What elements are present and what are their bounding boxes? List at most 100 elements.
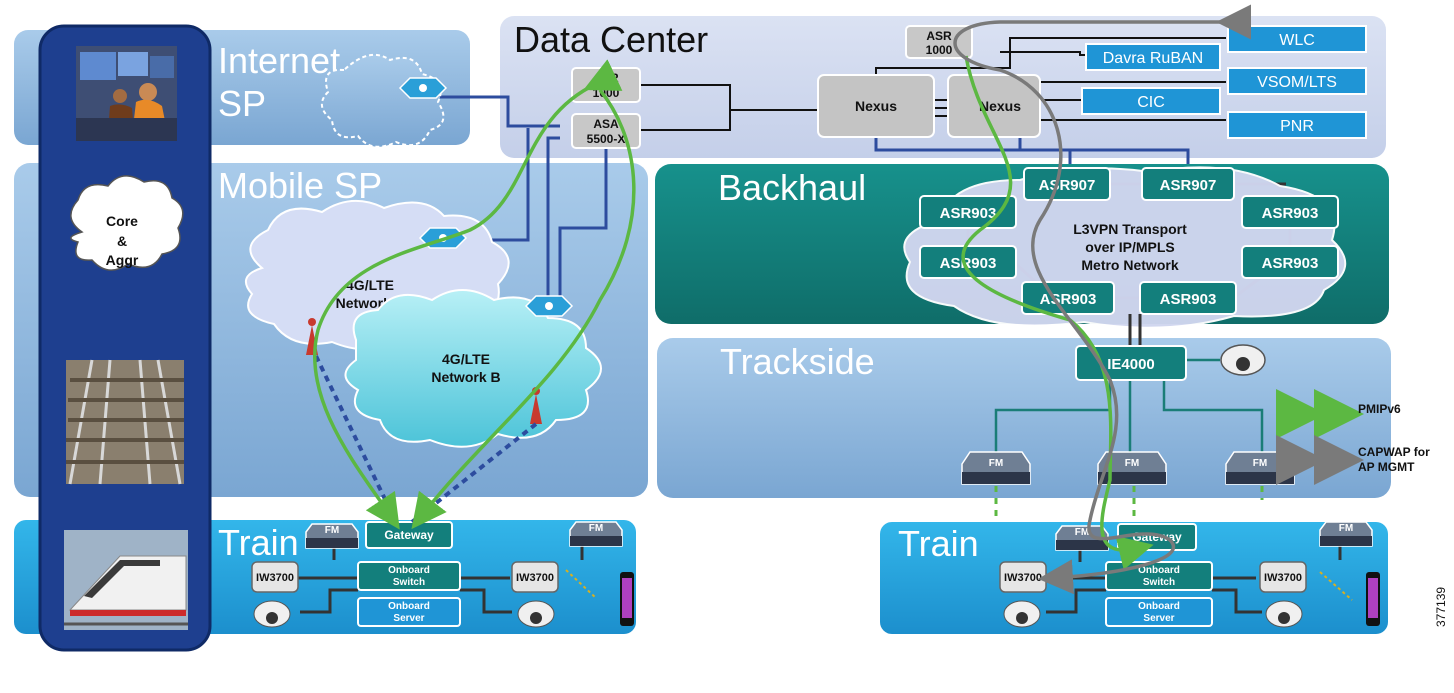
right-server-label-1: Onboard (1138, 601, 1180, 612)
left-ap-2-label: IW3700 (516, 572, 554, 584)
left-ap-2: IW3700 (511, 561, 559, 593)
left-ap-1-label: IW3700 (256, 572, 294, 584)
train-left-title: Train (218, 522, 299, 563)
asr903-e-label: ASR903 (1040, 291, 1097, 308)
asr1000-top-label-1: ASR (926, 29, 952, 43)
left-camera-1-icon (253, 600, 291, 628)
core-aggr-cloud: Core & Aggr (70, 175, 184, 271)
asr907-a-label: ASR907 (1039, 177, 1096, 194)
legend: PMIPv6 CAPWAP for AP MGMT (1276, 389, 1430, 485)
left-switch-label-1: Onboard (388, 565, 430, 576)
nexus-switch-a: Nexus (817, 74, 935, 138)
wlc-box (1227, 25, 1367, 53)
trackside-camera-icon (1220, 344, 1266, 376)
asr907-b-label: ASR907 (1160, 177, 1217, 194)
right-onboard-switch: Onboard Switch (1105, 561, 1213, 591)
davra-label: Davra RuBAN (1103, 50, 1203, 67)
right-switch-label-2: Switch (1143, 577, 1175, 588)
core-sidebar (38, 24, 212, 652)
legend-pmip: PMIPv6 (1358, 402, 1401, 416)
left-train-links (298, 540, 584, 614)
railway-tracks-image (66, 359, 184, 485)
right-server-label-2: Server (1143, 613, 1174, 624)
operators-image (76, 46, 177, 141)
asa5500x-firewall: ASA 5500-X (571, 113, 641, 149)
nexus-b-label: Nexus (979, 98, 1021, 114)
left-onboard-server: Onboard Server (357, 597, 461, 627)
mobile-sp-title: Mobile SP (218, 165, 382, 206)
net-b-label-2: Network B (431, 369, 500, 385)
internet-sp-title: SP (218, 83, 266, 124)
wlc-label: WLC (1279, 32, 1315, 49)
legend-capwap-2: AP MGMT (1358, 460, 1415, 474)
left-gateway-label: Gateway (384, 528, 434, 542)
right-fm-2-label: FM (1339, 523, 1353, 534)
fm-radio-1: FM (961, 451, 1031, 485)
trackside-title: Trackside (720, 341, 875, 382)
fm-2-label: FM (1125, 458, 1139, 469)
right-wireless-icon (1319, 571, 1353, 601)
asr903-c (919, 245, 1017, 279)
left-phone-icon (620, 572, 634, 626)
asr903-b-label: ASR903 (1262, 205, 1319, 222)
pnr-box (1227, 111, 1367, 139)
asa-label-2: 5500-X (587, 132, 626, 146)
nexus-a-label: Nexus (855, 98, 897, 114)
left-onboard-switch: Onboard Switch (357, 561, 461, 591)
data-center-title: Data Center (514, 19, 708, 60)
figure-number: 377139 (1434, 587, 1448, 627)
and-label: & (117, 233, 127, 249)
left-wireless-icon (565, 569, 597, 599)
mpls-label-3: Metro Network (1081, 257, 1178, 273)
cic-label: CIC (1137, 94, 1165, 111)
right-ap-2-label: IW3700 (1264, 572, 1302, 584)
right-fm-1-label: FM (1075, 527, 1089, 538)
left-server-label-1: Onboard (388, 601, 430, 612)
vsom-label: VSOM/LTS (1257, 74, 1337, 91)
fm-radio-3: FM (1225, 451, 1295, 485)
asa-label-1: ASA (593, 117, 619, 131)
right-onboard-server: Onboard Server (1105, 597, 1213, 627)
left-fm-2: FM (569, 521, 623, 547)
asr903-a-label: ASR903 (940, 205, 997, 222)
left-camera-2-icon (517, 600, 555, 628)
right-ap-1-label: IW3700 (1004, 572, 1042, 584)
asr903-d-label: ASR903 (1262, 255, 1319, 272)
fm-1-label: FM (989, 458, 1003, 469)
right-ap-1: IW3700 (999, 561, 1047, 593)
right-phone-icon (1366, 572, 1380, 626)
ie4000-label: IE4000 (1107, 356, 1155, 373)
left-fm-2-label: FM (589, 523, 603, 534)
train-right-title: Train (898, 523, 979, 564)
net-b-label-1: 4G/LTE (442, 351, 490, 367)
aggr-label: Aggr (106, 252, 139, 268)
left-server-label-2: Server (393, 613, 424, 624)
internet-router-icon (398, 77, 448, 99)
left-switch-label-2: Switch (393, 577, 425, 588)
right-camera-2-icon (1265, 600, 1303, 628)
asr1000-left-label-1: ASR (593, 71, 619, 85)
fm-3-label: FM (1253, 458, 1267, 469)
capwap-tunnel (953, 4, 1251, 595)
high-speed-train-image (64, 530, 188, 630)
lte-b-router-icon (524, 295, 574, 317)
right-camera-1-icon (1003, 600, 1041, 628)
right-ap-2: IW3700 (1259, 561, 1307, 593)
internet-title: Internet (218, 40, 340, 81)
mpls-label-2: over IP/MPLS (1085, 239, 1174, 255)
left-ap-1: IW3700 (251, 561, 299, 593)
right-gateway-label: Gateway (1132, 530, 1182, 544)
asr903-f-label: ASR903 (1160, 291, 1217, 308)
core-label: Core (106, 213, 138, 229)
legend-capwap-1: CAPWAP for (1358, 445, 1430, 459)
asr1000-top-label-2: 1000 (926, 43, 953, 57)
right-fm-2: FM (1319, 521, 1373, 547)
left-gateway: Gateway (365, 521, 453, 549)
left-fm-1-label: FM (325, 525, 339, 536)
trackside-fm-radios: FM FM FM (961, 451, 1295, 485)
left-fm-1: FM (305, 523, 359, 549)
backhaul-title: Backhaul (718, 167, 866, 208)
mpls-label-1: L3VPN Transport (1073, 221, 1187, 237)
pnr-label: PNR (1280, 118, 1314, 135)
